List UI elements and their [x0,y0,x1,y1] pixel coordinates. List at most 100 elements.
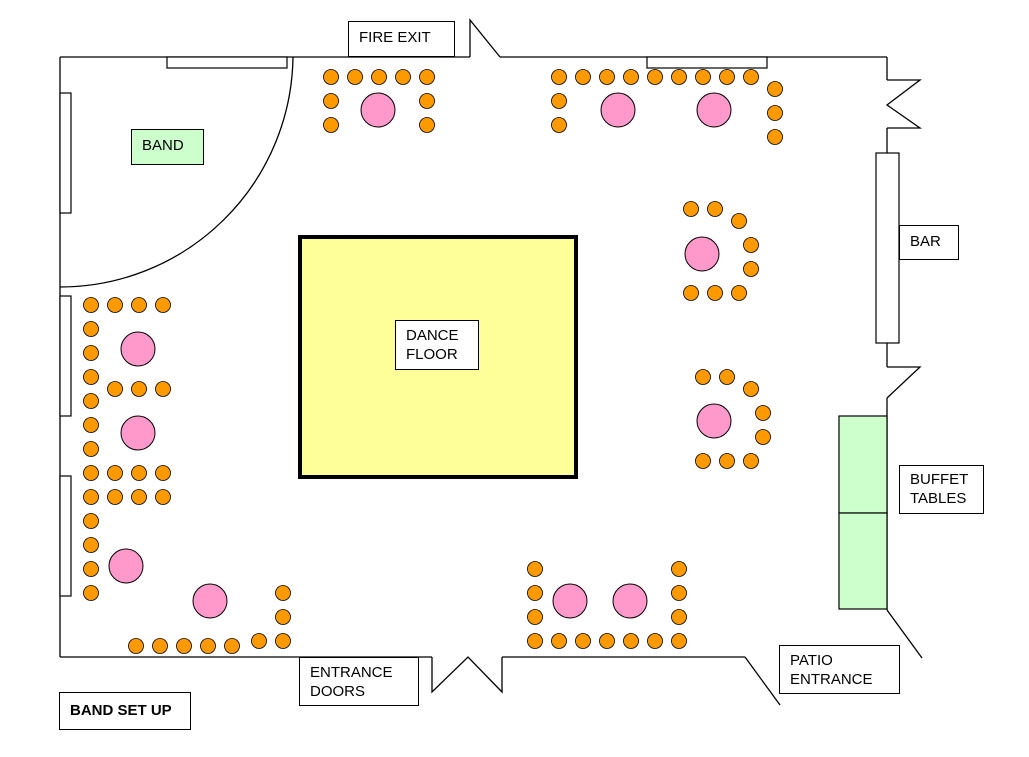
chair [767,81,783,97]
chair [107,297,123,313]
chair [83,561,99,577]
chair [671,609,687,625]
chair [695,369,711,385]
chair [671,585,687,601]
chair [83,297,99,313]
bar-counter [875,152,900,344]
windows [59,56,900,597]
chair [83,417,99,433]
chair [575,69,591,85]
round-table [120,415,156,451]
chair [419,69,435,85]
chair [83,465,99,481]
round-table [612,583,648,619]
chair [527,561,543,577]
round-table [696,92,732,128]
chair [623,69,639,85]
fire-exit-label: FIRE EXIT [348,21,455,57]
round-table [684,236,720,272]
chair [707,285,723,301]
buffet-table-1 [838,415,888,514]
chair [767,129,783,145]
chair [647,69,663,85]
chair [671,561,687,577]
chair [767,105,783,121]
window-left-3 [59,475,72,597]
chair [575,633,591,649]
chair [707,201,723,217]
window-left-1 [59,92,72,214]
chair [527,633,543,649]
chair [131,489,147,505]
chair [551,93,567,109]
chair [131,465,147,481]
buffet-table-2 [838,512,888,610]
chair [251,633,267,649]
chair [83,537,99,553]
chair [131,381,147,397]
chair [83,393,99,409]
entrance-doors-label: ENTRANCE DOORS [299,657,419,706]
chair [743,453,759,469]
chair [671,69,687,85]
chair [527,609,543,625]
buffet-tables [838,415,888,610]
chair [731,213,747,229]
chair [83,489,99,505]
bar-label: BAR [899,225,959,260]
chair [128,638,144,654]
chair [83,369,99,385]
chair [695,69,711,85]
chair [224,638,240,654]
round-tables [108,92,732,619]
round-table [120,331,156,367]
chair [83,441,99,457]
chair [152,638,168,654]
dance-floor-label: DANCE FLOOR [395,320,479,370]
chair [599,633,615,649]
chair [155,297,171,313]
chair [551,69,567,85]
buffet-tables-label: BUFFET TABLES [899,465,984,514]
chair [743,237,759,253]
chair [731,285,747,301]
chair [419,93,435,109]
chair [200,638,216,654]
chair [719,369,735,385]
chair [323,93,339,109]
chair [176,638,192,654]
dance-floor [298,235,578,479]
round-table [552,583,588,619]
chair [395,69,411,85]
band-label: BAND [131,129,204,165]
round-table [192,583,228,619]
chairs [83,69,783,654]
chair [755,405,771,421]
chair [647,633,663,649]
chair [107,465,123,481]
chair [323,117,339,133]
chair [743,381,759,397]
chair [719,453,735,469]
chair [155,465,171,481]
chair [323,69,339,85]
chair [527,585,543,601]
chair [275,609,291,625]
chair [107,489,123,505]
chair [83,321,99,337]
chair [671,633,687,649]
chair [599,69,615,85]
chair [155,381,171,397]
chair [275,585,291,601]
band-set-up-label: BAND SET UP [59,692,191,730]
window-top-left [166,56,288,69]
chair [275,633,291,649]
round-table [360,92,396,128]
chair [155,489,171,505]
chair [107,381,123,397]
chair [419,117,435,133]
chair [131,297,147,313]
chair [683,285,699,301]
chair [83,513,99,529]
